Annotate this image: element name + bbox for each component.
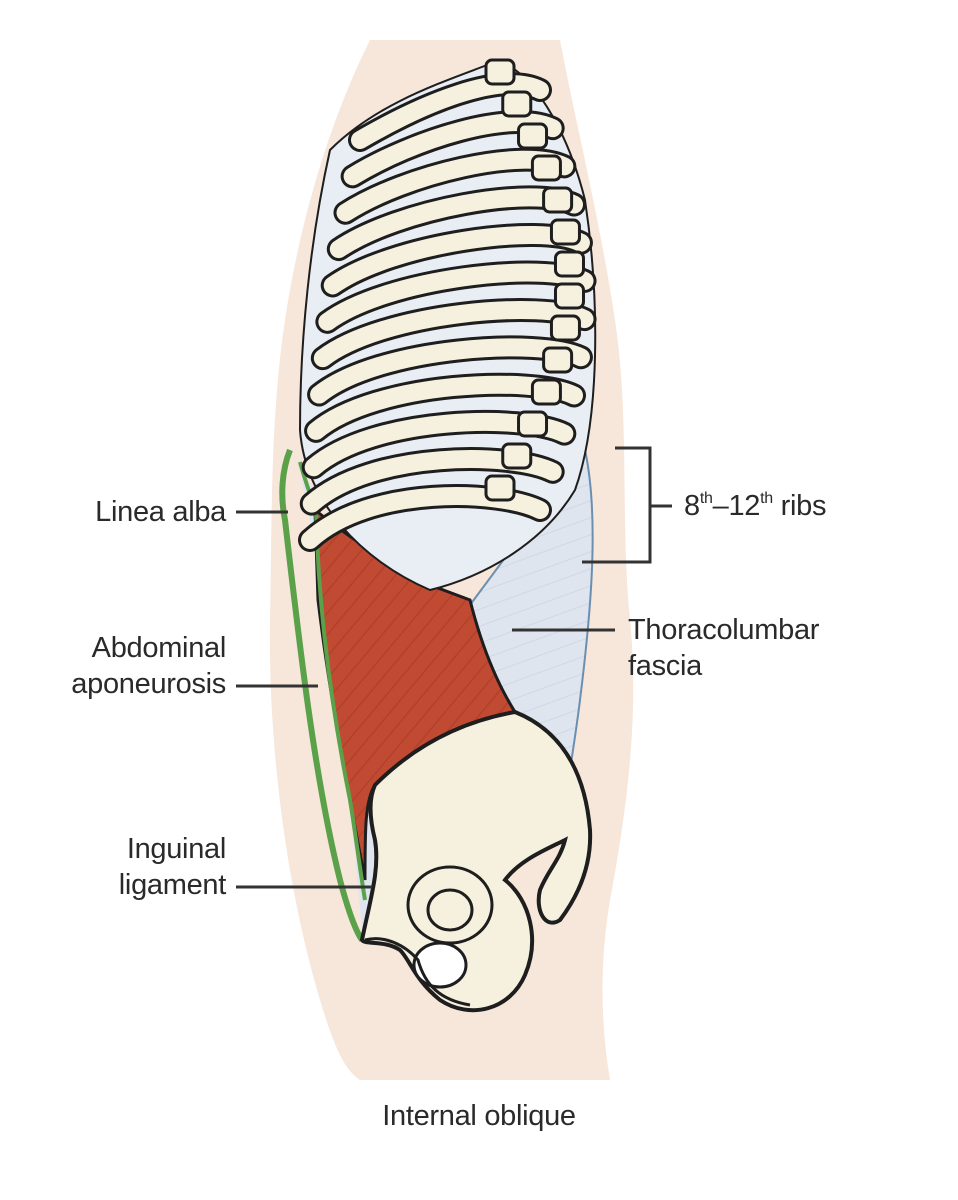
figure-caption: Internal oblique [0, 1098, 958, 1134]
vertebra [484, 58, 516, 86]
ribs-dash: – [712, 490, 729, 522]
rib-cage [298, 58, 597, 592]
label-thoracolumbar-fascia-line2: fascia [628, 650, 702, 682]
rib [313, 301, 594, 368]
vertebra [484, 474, 516, 502]
ribs-bracket [582, 446, 672, 564]
vertebra [501, 442, 533, 470]
vertebra [542, 346, 574, 374]
rib [302, 450, 562, 513]
vertebra [553, 282, 585, 310]
ribs-suffix: ribs [772, 490, 827, 522]
label-thoracolumbar-fascia: Thoracolumbar fascia [628, 612, 819, 684]
label-abdominal-aponeurosis-line2: aponeurosis [71, 668, 226, 700]
label-linea-alba-text: Linea alba [95, 496, 226, 528]
label-inguinal-ligament-line2: ligament [118, 869, 227, 901]
vertebra [530, 378, 562, 406]
vertebra [530, 154, 562, 182]
pelvis [359, 709, 593, 1013]
vertebra [501, 90, 533, 118]
label-abdominal-aponeurosis: Abdominal aponeurosis [20, 630, 226, 702]
label-inguinal-ligament: Inguinal ligament [40, 831, 227, 903]
femoral-head [426, 888, 474, 932]
label-inguinal-ligament-line1: Inguinal [126, 833, 226, 865]
vertebra [553, 250, 585, 278]
ribs-end-sup: th [760, 490, 773, 507]
label-abdominal-aponeurosis-line1: Abdominal [91, 632, 227, 664]
rib [351, 75, 549, 149]
label-thoracolumbar-fascia-line1: Thoracolumbar [628, 614, 820, 646]
label-linea-alba: Linea alba [40, 494, 226, 530]
vertebra [517, 410, 549, 438]
vertebra [549, 314, 581, 342]
spine [484, 58, 585, 502]
rib [301, 487, 549, 549]
ribs-start: 8 [684, 490, 700, 522]
iliac-crest [359, 709, 593, 1013]
obturator-foramen [412, 941, 468, 989]
vertebra [542, 186, 574, 214]
label-ribs: 8th–12th ribs [684, 488, 826, 524]
figure-caption-text: Internal oblique [382, 1100, 576, 1132]
pubic-ramus [364, 937, 471, 1007]
linea-alba-outline [279, 448, 365, 942]
ribs-start-sup: th [699, 490, 713, 507]
vertebra [517, 122, 549, 150]
vertebra [549, 218, 581, 246]
ribs-end: 12 [728, 490, 761, 522]
